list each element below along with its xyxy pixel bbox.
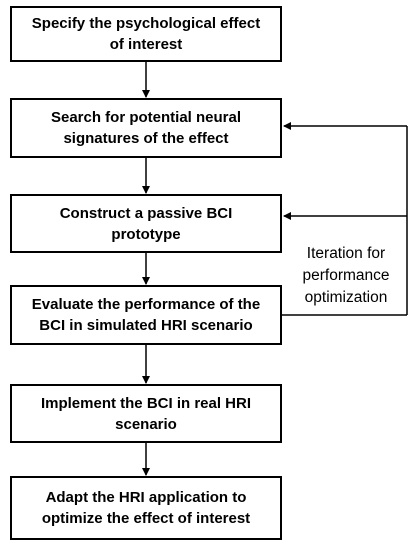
loop-label-line: performance [302,267,390,284]
step-line: scenario [115,415,177,433]
step-evaluate-performance: Evaluate the performance of the BCI in s… [10,285,282,345]
loop-label-line: Iteration for [306,245,386,262]
step-line: signatures of the effect [63,130,229,147]
step-line: BCI in simulated HRI scenario [39,317,253,334]
step-line: Implement the BCI in real HRI [40,394,252,412]
step-line: Evaluate the performance of the [31,296,261,313]
step-specify-effect: Specify the psychological effect of inte… [10,6,282,62]
step-line: of interest [109,36,183,53]
step-line: Adapt the HRI application to [45,489,247,506]
step-search-neural-signatures: Search for potential neural signatures o… [10,98,282,158]
step-adapt-hri-application: Adapt the HRI application to optimize th… [10,476,282,540]
step-line: optimize the effect of interest [41,510,251,527]
loop-label-line: optimization [304,289,388,306]
feedback-loop-label: Iteration for performance optimization [292,243,400,309]
step-line: Search for potential neural [50,109,242,126]
step-line: Construct a passive BCI [59,204,233,222]
step-line: Specify the psychological effect [31,15,261,32]
step-construct-prototype: Construct a passive BCI prototype [10,194,282,253]
step-implement-real-hri: Implement the BCI in real HRI scenario [10,384,282,443]
step-line: prototype [111,225,181,243]
